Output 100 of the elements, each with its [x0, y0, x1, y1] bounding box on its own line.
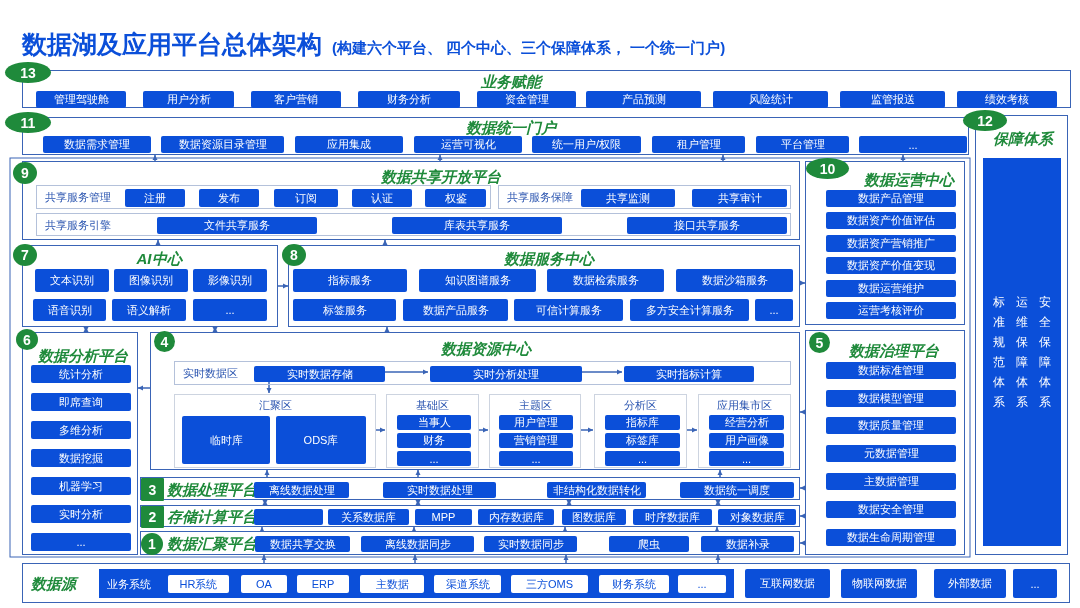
- service-box: 即席查询: [31, 393, 131, 411]
- subtitle: (构建六个平台、 四个中心、三个保障体系， 一个统一门户): [332, 39, 726, 58]
- service-box: ...: [31, 533, 131, 551]
- system-box: 三方OMS: [511, 575, 588, 593]
- service-box: 主数据管理: [826, 473, 956, 490]
- zone-heading: 主题区: [518, 399, 552, 412]
- arrow: [799, 485, 806, 491]
- service-box: 互联网数据: [745, 569, 830, 598]
- zone-box: [698, 394, 791, 468]
- service-box: 数据质量管理: [826, 417, 956, 434]
- number-badge: 2: [141, 506, 164, 528]
- arrow: [155, 239, 161, 246]
- arrow: [152, 154, 158, 162]
- service-box: 绩效考核: [957, 91, 1057, 108]
- service-box: 内存数据库: [478, 509, 554, 525]
- service-box: 元数据管理: [826, 445, 956, 462]
- service-box: 用户分析: [143, 91, 234, 108]
- service-box: 数据需求管理: [43, 136, 151, 153]
- arrow: [264, 469, 270, 478]
- service-box: 数据挖掘: [31, 449, 131, 467]
- service-box: 经营分析: [709, 415, 784, 430]
- service-box: 文件共享服务: [157, 217, 317, 234]
- service-box: 库表共享服务: [392, 217, 562, 234]
- service-box: 数据沙箱服务: [676, 269, 793, 292]
- service-box: 指标服务: [293, 269, 407, 292]
- number-badge: 12: [963, 110, 1007, 131]
- service-box: ...: [193, 299, 267, 321]
- service-box: 资金管理: [477, 91, 576, 108]
- arrow: [579, 427, 594, 433]
- section-heading: AI中心: [136, 251, 182, 267]
- system-band: [99, 569, 734, 598]
- row-label: 实时数据区: [183, 366, 238, 380]
- group-row: [36, 185, 491, 209]
- section-panel: [805, 330, 965, 555]
- zone-box: [594, 394, 687, 468]
- service-box: 实时指标计算: [624, 366, 754, 382]
- zone-heading: 应用集市区: [717, 399, 772, 412]
- service-box: 实时分析: [31, 505, 131, 523]
- arrow: [717, 469, 723, 478]
- number-badge: 10: [806, 158, 849, 179]
- service-box: 运营可视化: [414, 136, 522, 153]
- service-box: 机器学习: [31, 477, 131, 495]
- system-box: OA: [241, 575, 287, 593]
- service-box: 平台管理: [756, 136, 849, 153]
- service-box: 影像识别: [193, 269, 267, 292]
- system-box: 财务系统: [599, 575, 669, 593]
- service-box: ...: [499, 451, 573, 466]
- service-box: 非结构化数据转化: [547, 482, 646, 498]
- service-box: 财务: [397, 433, 471, 448]
- arrow: [212, 326, 218, 333]
- title: 数据湖及应用平台总体架构: [22, 29, 322, 60]
- zone-box: [174, 394, 376, 468]
- arrow: [259, 526, 265, 532]
- row-label: 共享服务管理: [45, 190, 111, 204]
- row-label: 共享服务保障: [507, 190, 573, 204]
- group-row: [36, 213, 791, 236]
- service-box: 多方安全计算服务: [630, 299, 749, 321]
- service-box: 租户管理: [652, 136, 745, 153]
- service-box: 数据标准管理: [826, 362, 956, 379]
- service-box: 对象数据库: [718, 509, 796, 525]
- arrow: [384, 326, 390, 333]
- arrow: [137, 385, 151, 391]
- system-column: [983, 158, 1061, 546]
- service-box: 数据检索服务: [547, 269, 664, 292]
- arrow: [412, 554, 418, 564]
- service-box: 实时数据存储: [254, 366, 385, 382]
- zone-box: [489, 394, 581, 468]
- number-badge: 5: [809, 332, 830, 353]
- section-panel: [22, 563, 1070, 603]
- service-box: 实时数据处理: [383, 482, 496, 498]
- service-box: [254, 509, 323, 525]
- zone-heading: 汇聚区: [258, 399, 292, 412]
- zone-box: [386, 394, 479, 468]
- section-panel: [140, 505, 800, 527]
- service-box: 数据共享交换: [255, 536, 350, 552]
- service-box: ...: [755, 299, 793, 321]
- number-badge: 11: [5, 112, 51, 133]
- arrow: [382, 369, 429, 375]
- service-box: 数据生命周期管理: [826, 529, 956, 546]
- service-box: ...: [605, 451, 680, 466]
- service-box: 爬虫: [609, 536, 689, 552]
- service-box: 数据统一调度: [680, 482, 794, 498]
- arrow: [562, 526, 568, 532]
- service-box: 数据产品管理: [826, 190, 956, 207]
- service-box: 数据产品服务: [403, 299, 508, 321]
- service-box: 应用集成: [295, 136, 403, 153]
- row-label: 共享服务引擎: [45, 218, 111, 231]
- arrow: [720, 154, 726, 162]
- service-box: ...: [709, 451, 784, 466]
- service-box: 用户管理: [499, 415, 573, 430]
- arrow: [566, 499, 572, 506]
- service-box: 数据安全管理: [826, 501, 956, 518]
- arrow: [799, 409, 806, 415]
- service-box: 监管报送: [840, 91, 945, 108]
- service-box: 语音识别: [33, 299, 106, 321]
- section-panel: [805, 161, 965, 325]
- arrow: [685, 427, 698, 433]
- number-badge: 8: [282, 244, 306, 266]
- service-box: 数据资产价值变现: [826, 257, 956, 274]
- number-badge: 9: [13, 162, 37, 184]
